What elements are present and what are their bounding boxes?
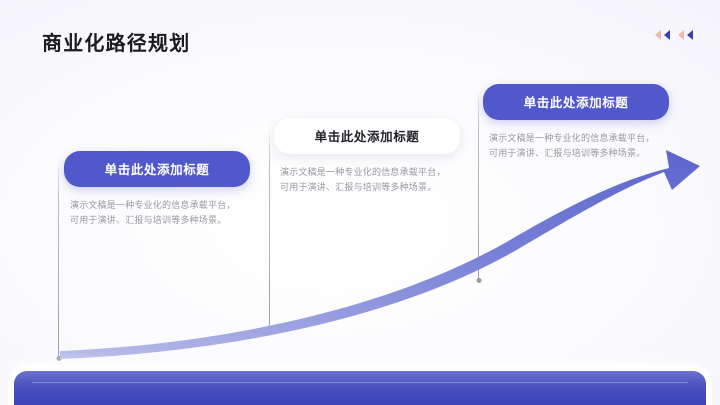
triangle-marker-blue-2-icon	[687, 30, 693, 40]
milestone-card-1-body: 演示文稿是一种专业化的信息承载平台， 可用于演讲、汇报与培训等多种场景。	[64, 198, 250, 228]
connector-dot-3	[476, 278, 481, 283]
milestone-card-2-body: 演示文稿是一种专业化的信息承载平台， 可用于演讲、汇报与培训等多种场景。	[274, 165, 460, 195]
milestone-card-2-body-line2: 可用于演讲、汇报与培训等多种场景。	[280, 181, 437, 192]
milestone-card-3-body-line2: 可用于演讲、汇报与培训等多种场景。	[489, 147, 646, 158]
decorative-marker-group	[655, 28, 693, 42]
connector-line-2	[267, 128, 272, 333]
milestone-card-1-body-line2: 可用于演讲、汇报与培训等多种场景。	[70, 214, 227, 225]
milestone-card-1-title[interactable]: 单击此处添加标题	[64, 151, 250, 187]
connector-dot-1	[56, 356, 61, 361]
milestone-card-2[interactable]: 单击此处添加标题 演示文稿是一种专业化的信息承载平台， 可用于演讲、汇报与培训等…	[274, 118, 460, 195]
milestone-card-3[interactable]: 单击此处添加标题 演示文稿是一种专业化的信息承载平台， 可用于演讲、汇报与培训等…	[483, 84, 669, 161]
milestone-card-3-body-line1: 演示文稿是一种专业化的信息承载平台，	[489, 133, 655, 143]
connector-line-1	[56, 160, 61, 361]
connector-dot-2	[267, 328, 272, 333]
milestone-card-2-body-line1: 演示文稿是一种专业化的信息承载平台，	[280, 167, 446, 177]
milestone-card-3-body: 演示文稿是一种专业化的信息承载平台， 可用于演讲、汇报与培训等多种场景。	[483, 131, 669, 161]
milestone-card-1-body-line1: 演示文稿是一种专业化的信息承载平台，	[70, 200, 236, 210]
milestone-card-1[interactable]: 单击此处添加标题 演示文稿是一种专业化的信息承载平台， 可用于演讲、汇报与培训等…	[64, 151, 250, 228]
triangle-marker-pink-icon	[655, 30, 661, 40]
milestone-card-2-title[interactable]: 单击此处添加标题	[274, 118, 460, 154]
bottom-accent-bar-highlight	[32, 382, 688, 383]
page-title: 商业化路径规划	[42, 33, 191, 55]
triangle-marker-blue-icon	[664, 30, 670, 40]
bottom-accent-bar	[14, 371, 706, 405]
connector-line-3	[476, 92, 481, 283]
milestone-card-3-title[interactable]: 单击此处添加标题	[483, 84, 669, 120]
triangle-marker-pink-2-icon	[678, 30, 684, 40]
